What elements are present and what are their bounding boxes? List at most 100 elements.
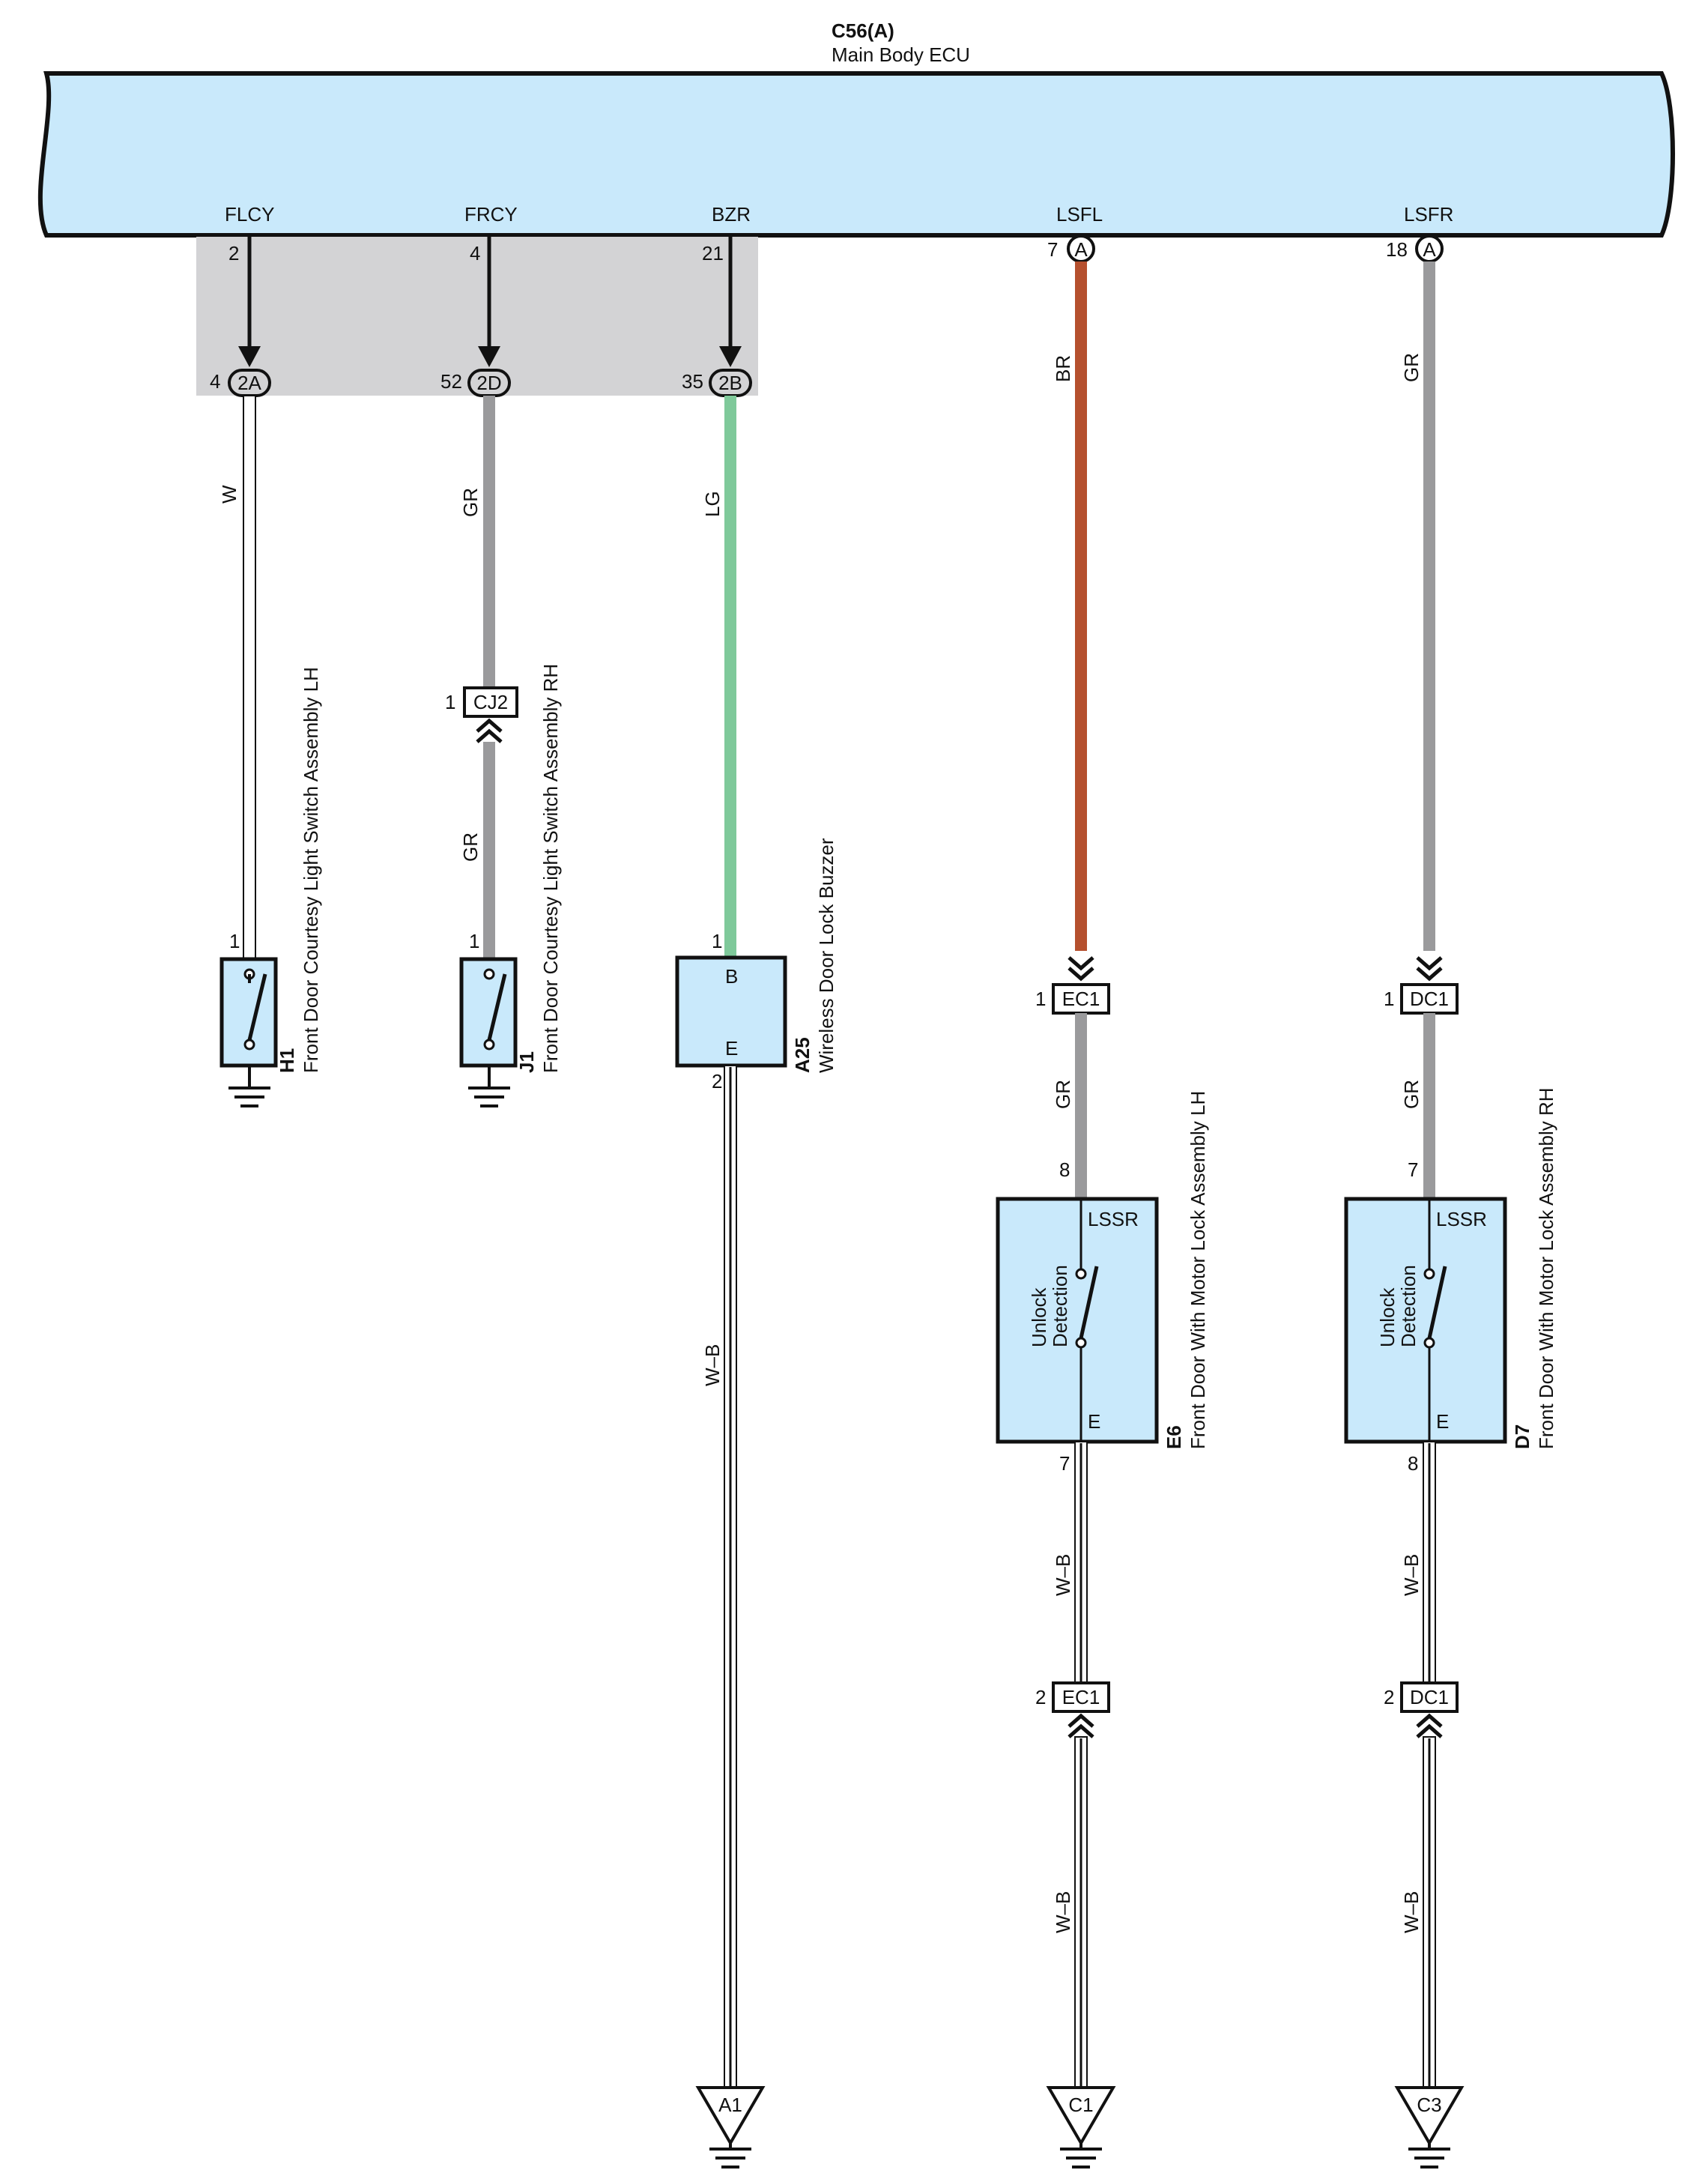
ec1b-label: EC1 (1062, 1686, 1100, 1708)
wire-lg (724, 396, 736, 958)
d7-switch-line2: Detection (1397, 1265, 1420, 1347)
ground-a1-label: A1 (718, 2094, 742, 2116)
wire-label-wb-3: W–B (1052, 1891, 1074, 1933)
dc1b-num: 2 (1384, 1686, 1394, 1708)
e6-code: E6 (1163, 1425, 1185, 1449)
arrow-down-icon (238, 346, 261, 367)
switch-blade-icon (1427, 1266, 1447, 1339)
a25-code: A25 (791, 1037, 814, 1073)
wire-label-wb-2: W–B (1052, 1554, 1074, 1596)
connector-down-icon (1416, 956, 1443, 982)
pin-num-frcy: 4 (470, 242, 480, 265)
ecu-name: Main Body ECU (832, 43, 970, 66)
switch-blade-icon (487, 973, 507, 1041)
switch-contact-icon (1423, 1337, 1435, 1349)
connector-down-icon (1068, 956, 1094, 982)
connector-dc1-lower (1400, 1681, 1459, 1713)
wire-gr-lower (483, 742, 495, 959)
wire-label-w: W (218, 485, 240, 504)
junction-2a-num: 4 (210, 370, 220, 393)
e6-pin-out: 7 (1059, 1452, 1070, 1475)
ground-icon (1060, 2148, 1102, 2169)
ground-icon (709, 2148, 751, 2169)
h1-pin: 1 (229, 930, 240, 952)
connector-up-icon (476, 718, 503, 743)
a25-pin-in: 1 (712, 930, 722, 952)
junction-shade (196, 237, 758, 396)
switch-contact-icon (243, 1039, 255, 1051)
connector-cj2 (463, 686, 518, 718)
ground-c1-label: C1 (1068, 2094, 1093, 2116)
connector-up-icon (1068, 1713, 1094, 1738)
wire-label-gr-5: GR (1400, 1080, 1423, 1109)
ground-icon (228, 1087, 270, 1107)
cj2-num: 1 (445, 691, 455, 713)
cj2-label: CJ2 (473, 691, 508, 713)
ground-icon (468, 1087, 510, 1107)
dc1b-label: DC1 (1410, 1686, 1449, 1708)
switch-contact-icon (1075, 1268, 1087, 1280)
ground-point-c3 (1394, 2086, 1465, 2146)
e6-switch-line1: Unlock (1028, 1287, 1050, 1347)
wire-gr-e6 (1075, 1013, 1087, 1199)
j1-name: Front Door Courtesy Light Switch Assembl… (539, 664, 562, 1073)
pin-name-lsfl: LSFL (1056, 203, 1103, 226)
a25-name: Wireless Door Lock Buzzer (815, 838, 838, 1073)
a25-pin-out: 2 (712, 1070, 722, 1092)
h1-name: Front Door Courtesy Light Switch Assembl… (300, 667, 322, 1073)
ec1a-label: EC1 (1062, 988, 1100, 1010)
switch-contact-icon (483, 968, 495, 980)
d7-code: D7 (1511, 1424, 1533, 1449)
wire-label-wb-5: W–B (1400, 1891, 1423, 1933)
pin-name-flcy: FLCY (225, 203, 274, 226)
ground-point-a1 (695, 2086, 766, 2146)
pin-name-lsfr: LSFR (1404, 203, 1453, 226)
wire-label-wb-4: W–B (1400, 1554, 1423, 1596)
arrow-down-icon (719, 346, 742, 367)
j1-code: J1 (515, 1051, 538, 1073)
junction-2b-num: 35 (682, 370, 703, 393)
wire-w (243, 395, 256, 960)
wire-label-br: BR (1052, 355, 1074, 382)
dc1a-num: 1 (1384, 988, 1394, 1010)
e6-pin-in: 8 (1059, 1158, 1070, 1181)
switch-blade-icon (1079, 1266, 1099, 1339)
pin-name-bzr: BZR (712, 203, 751, 226)
wire-label-lg: LG (701, 491, 724, 517)
e6-body (996, 1197, 1159, 1444)
junction-2a-label: 2A (237, 372, 261, 394)
ground-c3-label: C3 (1417, 2094, 1441, 2116)
e6-name: Front Door With Motor Lock Assembly LH (1187, 1091, 1209, 1449)
wire-label-wb-1: W–B (701, 1344, 724, 1386)
wire-gr-lsfr (1423, 262, 1435, 951)
a25-term-b: B (725, 965, 738, 988)
switch-contact-icon (483, 1039, 495, 1051)
ground-icon (1408, 2148, 1450, 2169)
pin-num-lsfr: 18 (1386, 238, 1408, 261)
dc1a-label: DC1 (1410, 988, 1449, 1010)
ref-lsfr: A (1423, 238, 1436, 261)
d7-switch-line1: Unlock (1376, 1287, 1399, 1347)
d7-name: Front Door With Motor Lock Assembly RH (1535, 1087, 1557, 1449)
switch-contact-icon (1423, 1268, 1435, 1280)
j1-pin: 1 (469, 930, 479, 952)
ecu-code: C56(A) (832, 19, 894, 42)
ec1b-num: 2 (1035, 1686, 1046, 1708)
pin-num-bzr: 21 (702, 242, 724, 265)
wire-label-gr-3: GR (1052, 1080, 1074, 1109)
d7-pin-in: 7 (1408, 1158, 1418, 1181)
wire-label-gr-1: GR (459, 488, 482, 517)
arrow-down-icon (478, 346, 500, 367)
d7-pin-out: 8 (1408, 1452, 1418, 1475)
switch-blade-icon (247, 973, 267, 1041)
ground-point-c1 (1046, 2086, 1116, 2146)
wire-gr-upper (483, 396, 495, 688)
h1-code: H1 (276, 1048, 298, 1073)
junction-2b-label: 2B (718, 372, 742, 394)
d7-term-bottom: E (1436, 1410, 1449, 1433)
wire-label-gr-4: GR (1400, 353, 1423, 382)
ecu-body (37, 71, 1675, 238)
pin-name-frcy: FRCY (464, 203, 518, 226)
junction-2d-label: 2D (476, 372, 501, 394)
connector-up-icon (1416, 1713, 1443, 1738)
